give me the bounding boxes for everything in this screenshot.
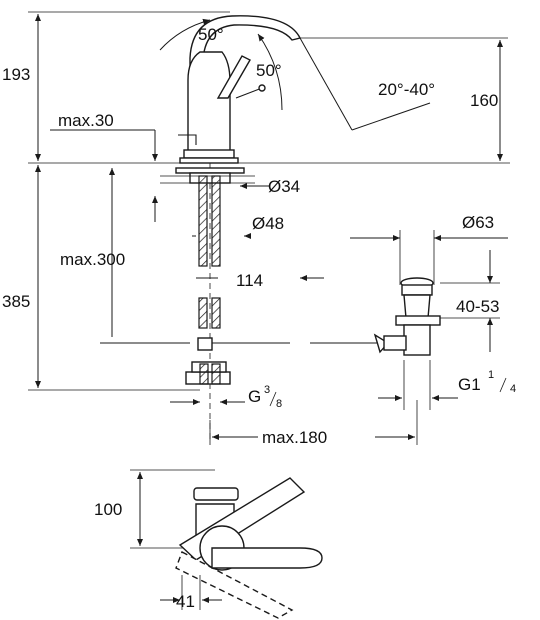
angle-top-label: 50° — [198, 25, 224, 44]
dim-160-label: 160 — [470, 91, 498, 110]
plan-view — [130, 469, 323, 619]
angle-indicators — [159, 18, 431, 131]
inlet-connector — [185, 361, 231, 385]
faucet-body — [178, 15, 302, 164]
g-3-8-den: 8 — [276, 398, 282, 410]
dim-385-label: 385 — [2, 292, 30, 311]
g-1-1-4-num: 1 — [488, 369, 494, 381]
deck-thickness-dimension — [50, 129, 158, 222]
g-3-8-num: 3 — [264, 384, 270, 396]
g-1-1-4-den: 4 — [510, 383, 516, 395]
swivel-range-label: 20°-40° — [378, 80, 435, 99]
waste-assembly — [383, 277, 441, 410]
angle-lever-label: 50° — [256, 61, 282, 80]
waste-63-label: Ø63 — [462, 213, 494, 232]
plan-41-label: 41 — [176, 592, 195, 611]
max-30-label: max.30 — [58, 111, 114, 130]
reference-lines — [28, 11, 510, 440]
hole-34-label: Ø34 — [268, 177, 300, 196]
range-40-53-label: 40-53 — [456, 297, 499, 316]
plan-100-label: 100 — [94, 500, 122, 519]
max-180-dimension — [209, 400, 418, 445]
dim-114-label: 114 — [236, 271, 263, 290]
g-3-8-main: G — [248, 387, 261, 406]
pull-rod — [100, 333, 390, 354]
hole-48-label: Ø48 — [252, 214, 284, 233]
waste-63-dimension — [350, 230, 508, 285]
g-1-1-4-main: G1 — [458, 375, 481, 394]
max-300-label: max.300 — [60, 250, 125, 269]
max-180-label: max.180 — [262, 428, 327, 447]
dim-193-label: 193 — [2, 65, 30, 84]
range-40-53-dimension — [440, 250, 500, 352]
shank-hole-dimensions — [192, 183, 270, 239]
mounting-shank — [160, 167, 255, 329]
